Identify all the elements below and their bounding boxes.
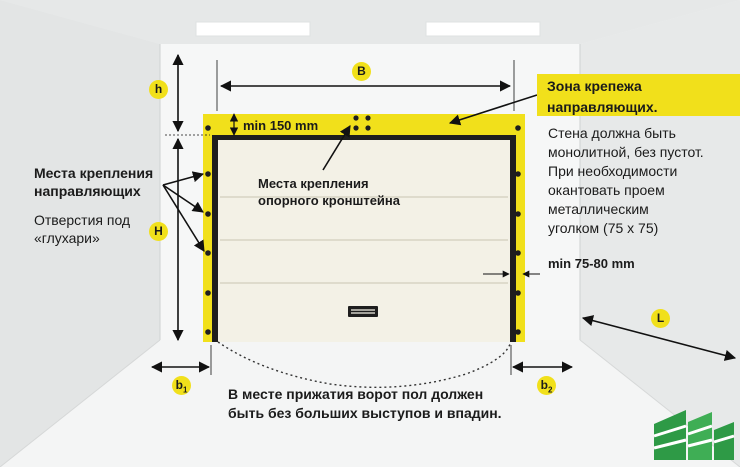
guide-mount-dots-left [205,125,211,335]
bracket-label-line2: опорного кронштейна [258,193,401,208]
ceiling-light-right [425,21,541,37]
badge-L: L [651,309,670,328]
floor-note-line1: В месте прижатия ворот пол должен [228,386,484,402]
ceiling-light-left [195,21,311,37]
ceiling [0,0,740,44]
floor-note-line2: быть без больших выступов и впадин. [228,405,502,421]
left-wall [0,0,160,467]
wall-note-line5: металлическим [548,201,649,217]
bracket-mount-dots [353,115,371,131]
zone-title-box: Зона крепежа направляющих. [537,74,740,116]
badge-b1: b1 [172,376,191,395]
badge-B: B [352,62,371,81]
wall-note-line1: Стена должна быть [548,125,676,141]
wall-note-line2: монолитной, без пустот. [548,144,704,160]
guide-mounts-label-line2: направляющих [34,183,141,199]
wall-note-line6: уголком (75 х 75) [548,220,659,236]
guide-mount-dots-right [515,125,521,335]
wall-note-line4: окантовать проем [548,182,665,198]
bracket-label-line1: Места крепления [258,176,369,191]
badge-H: H [149,222,168,241]
badge-H-text: H [154,224,163,238]
badge-b1-sub: 1 [182,385,188,395]
min7580-label: min 75-80 mm [548,256,635,271]
bolt-holes-label-line2: «глухари» [34,230,100,246]
badge-B-text: B [357,64,366,78]
min150-label: min 150 mm [243,118,319,133]
zone-title-line1: Зона крепежа [547,78,642,94]
green-stacked-blocks-logo-icon [653,410,735,460]
badge-h-text: h [154,82,163,96]
badge-b2: b2 [537,376,556,395]
badge-L-text: L [656,311,665,325]
badge-h: h [149,80,168,99]
badge-b2-text: b [540,378,548,392]
bolt-holes-label-line1: Отверстия под [34,212,131,228]
zone-title-line2: направляющих. [547,99,658,115]
badge-b1-text: b [175,378,183,392]
door-panel-seams [220,196,508,284]
wall-note-line3: При необходимости [548,163,678,179]
floor-contact-path [217,341,511,389]
door-handle [348,306,378,317]
badge-b2-sub: 2 [547,385,553,395]
dim-L [581,315,737,361]
guide-mounts-label-line1: Места крепления [34,165,154,181]
